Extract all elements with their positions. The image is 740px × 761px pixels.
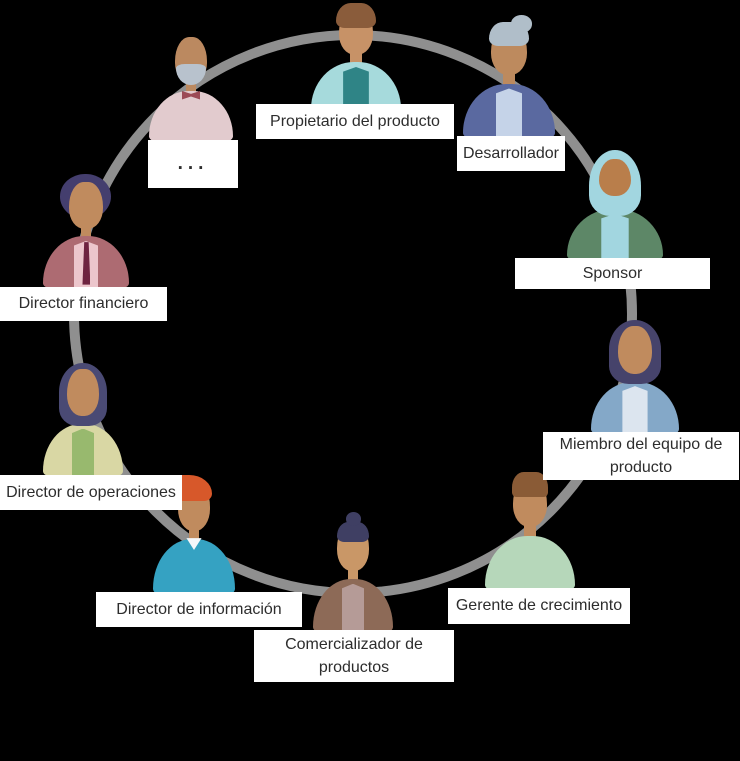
neck <box>503 73 515 88</box>
developer-avatar <box>462 15 556 138</box>
role-label: Director financiero <box>0 287 167 321</box>
role-label: Director de información <box>96 592 302 627</box>
neck <box>350 52 362 66</box>
role-label: Miembro del equipo de producto <box>543 432 739 480</box>
head <box>69 181 103 229</box>
shirt <box>71 428 95 476</box>
hair-icon <box>336 521 370 543</box>
head <box>67 368 99 417</box>
bowtie <box>181 90 201 100</box>
product-owner-avatar <box>310 2 402 114</box>
role-label: Director de operaciones <box>0 475 182 510</box>
torso <box>148 90 234 141</box>
neck <box>185 81 197 95</box>
hair-extra <box>510 15 533 33</box>
neck <box>80 226 92 240</box>
shirt <box>495 88 523 138</box>
role-label: Comercializador de productos <box>254 630 454 682</box>
shirt <box>601 213 629 260</box>
cfo-avatar <box>42 173 130 288</box>
torso <box>484 535 576 590</box>
sponsor-avatar <box>566 150 664 260</box>
tie <box>82 242 91 285</box>
hair-icon <box>335 3 377 28</box>
head <box>599 158 631 197</box>
others-avatar <box>148 32 234 141</box>
hair-bun-icon <box>345 512 362 527</box>
hair-icon <box>511 472 549 497</box>
coo-avatar <box>42 363 124 476</box>
role-label: Sponsor <box>515 258 710 289</box>
neck <box>188 528 200 543</box>
ellipsis-label: ... <box>148 140 238 188</box>
collar <box>186 538 202 550</box>
role-label: Gerente de crecimiento <box>448 588 630 624</box>
head <box>617 325 653 374</box>
shirt <box>341 583 365 632</box>
growth-manager-avatar <box>484 472 576 590</box>
neck <box>524 525 536 540</box>
shirt <box>622 386 648 434</box>
neck <box>348 568 358 583</box>
role-label: Desarrollador <box>457 136 565 171</box>
product-marketer-avatar <box>312 512 394 632</box>
role-label: Propietario del producto <box>256 104 454 139</box>
team-member-avatar <box>590 320 680 434</box>
beard-icon <box>175 63 207 86</box>
